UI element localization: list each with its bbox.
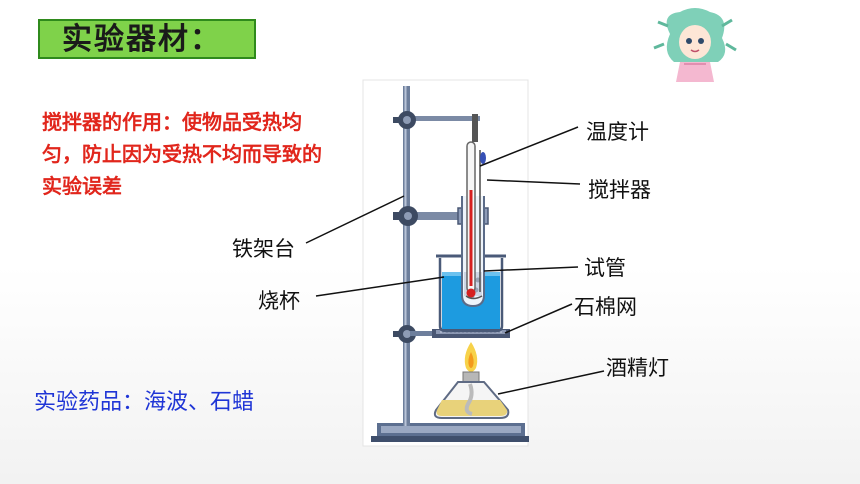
label-iron-stand: 铁架台 [232,237,295,261]
leader-lines [305,126,605,395]
leader-asbestos-net [504,303,573,334]
page-title: 实验器材： [62,22,222,57]
ring-clamp [393,325,446,343]
iron-stand-base [371,423,529,442]
diagram-panel [362,79,529,447]
stirrer [465,150,486,300]
leader-stirrer [486,179,581,185]
label-thermometer: 温度计 [586,120,649,144]
title-box [38,19,256,59]
top-clamp [393,111,480,142]
cartoon-girl-icon [653,8,737,82]
label-alcohol-lamp: 酒精灯 [606,356,669,380]
label-stirrer: 搅拌器 [588,178,651,202]
stirrer-function-note: 搅拌器的作用：使物品受热均匀，防止因为受热不均而导致的实验误差 [42,110,322,198]
label-asbestos-net: 石棉网 [574,295,637,319]
flame [464,342,478,372]
alcohol-lamp [433,371,510,419]
thermometer [466,141,476,298]
label-test-tube: 试管 [584,256,626,280]
leader-thermometer [479,126,579,167]
leader-alcohol-lamp [497,370,605,395]
reagents-note: 实验药品：海波、石蜡 [34,390,255,415]
leader-beaker [315,276,445,297]
leader-iron-stand [305,195,405,244]
iron-stand-rod [403,86,410,426]
label-beaker: 烧杯 [258,289,300,313]
leader-test-tube [483,266,579,272]
